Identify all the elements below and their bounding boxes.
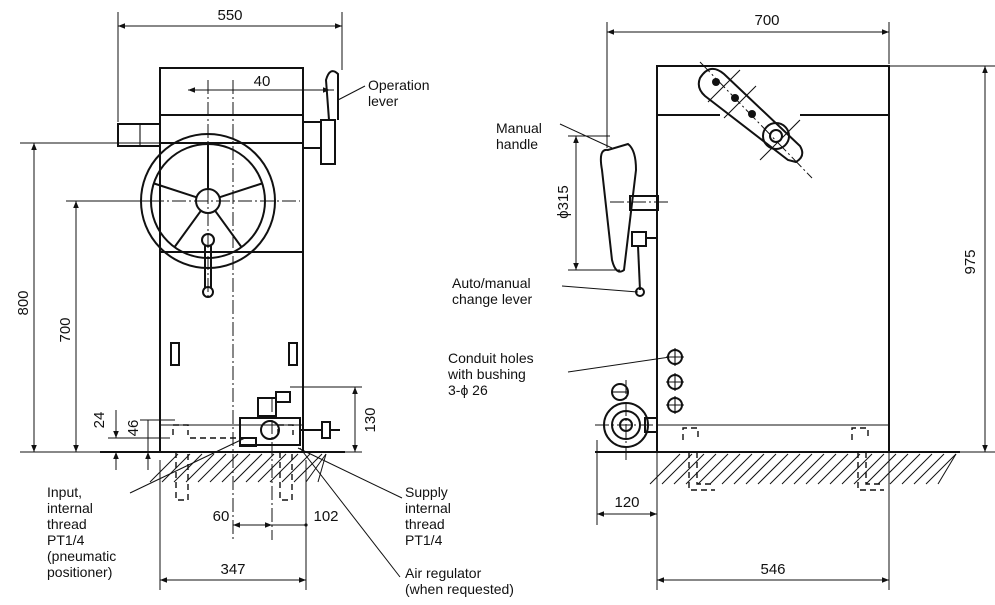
left-shaft-stub	[117, 123, 161, 147]
dim-700-side-label: 700	[754, 12, 779, 29]
ground-hatch-line	[317, 453, 327, 483]
dim-546-label: 546	[760, 561, 785, 578]
dim-120-label: 120	[614, 494, 639, 511]
leader-air-regulator	[299, 447, 401, 578]
leader-supply	[297, 447, 403, 499]
anchor-bolt-side-right	[851, 427, 884, 491]
ground-hatch-line	[757, 453, 789, 485]
ground-hatch-line	[709, 453, 741, 485]
leader-conduit	[567, 356, 671, 373]
side-view: 700 ϕ315 975 120 546 Manual handle Auto/…	[447, 12, 995, 590]
side-ground-hatch	[649, 453, 957, 485]
front-window-right	[288, 342, 298, 366]
front-body	[159, 67, 304, 453]
ground-hatch-line	[937, 453, 957, 485]
leader-input	[129, 437, 246, 494]
ground-hatch-line	[805, 453, 837, 485]
wheel-spoke	[173, 210, 202, 248]
ground-hatch-line	[673, 453, 705, 485]
ground-hatch-line	[221, 453, 251, 483]
dim-46-label: 46	[125, 420, 142, 437]
ground-hatch-line	[209, 453, 239, 483]
ground-hatch-line	[841, 453, 873, 485]
dim-975-label: 975	[962, 249, 979, 274]
operation-lever-hub	[302, 121, 322, 149]
ground-hatch-line	[185, 453, 215, 483]
ground-hatch-line	[149, 453, 179, 483]
leader-operation-lever	[337, 85, 366, 101]
operation-lever-boss	[320, 119, 336, 165]
anchor-bolt-left	[172, 424, 189, 501]
ground-hatch-line	[769, 453, 801, 485]
ground-hatch-line	[697, 453, 729, 485]
wheel-spoke	[219, 182, 263, 199]
dim-347-label: 347	[220, 561, 245, 578]
label-operation-lever: Operation lever	[368, 77, 433, 109]
leader-auto-manual	[561, 285, 639, 293]
ground-hatch-line	[649, 453, 681, 485]
operation-lever-arm	[324, 70, 339, 121]
ground-hatch-line	[197, 453, 227, 483]
ground-hatch-line	[877, 453, 909, 485]
dim-130-label: 130	[362, 407, 379, 432]
ground-hatch-line	[889, 453, 921, 485]
label-manual-handle: Manual handle	[496, 120, 546, 152]
label-auto-manual-lever: Auto/manual change lever	[452, 275, 535, 307]
ground-hatch-line	[293, 453, 323, 483]
leader-manual-handle	[559, 123, 613, 149]
ground-hatch-line	[245, 453, 275, 483]
side-body	[656, 65, 890, 453]
conduit-holes	[666, 348, 684, 414]
ground-hatch-line	[281, 453, 311, 483]
dim-24-label: 24	[91, 412, 108, 429]
ground-hatch-line	[829, 453, 861, 485]
ground-hatch-line	[913, 453, 945, 485]
label-conduit-holes: Conduit holes with bushing 3-ϕ 26	[447, 350, 538, 398]
ground-hatch-line	[685, 453, 717, 485]
dim-60-label: 60	[213, 508, 230, 525]
dim-550-label: 550	[217, 7, 242, 24]
ground-hatch-line	[233, 453, 263, 483]
dim-102-label: 102	[313, 508, 338, 525]
ground-hatch-line	[721, 453, 753, 485]
front-window-left	[170, 342, 180, 366]
air-regulator	[239, 391, 340, 447]
front-view: 550 40 800 700 24 46 130 60 102	[15, 7, 514, 597]
wheel-spoke	[153, 182, 197, 199]
ground-hatch-line	[733, 453, 765, 485]
anchor-bolt-side-left	[682, 427, 715, 491]
air-regulator-side	[595, 380, 658, 460]
ground-hatch-line	[793, 453, 825, 485]
anchor-bolt-right	[277, 424, 294, 501]
manual-handle-side	[599, 142, 670, 297]
label-input-thread: Input, internal thread PT1/4 (pneumatic …	[47, 484, 120, 580]
dim-700-label: 700	[57, 317, 74, 342]
ground-hatch-line	[269, 453, 299, 483]
ground-hatch-line	[817, 453, 849, 485]
ground-hatch-line	[781, 453, 813, 485]
dim-800-label: 800	[15, 290, 32, 315]
ground-hatch-line	[661, 453, 693, 485]
label-supply-thread: Supply internal thread PT1/4	[405, 484, 455, 548]
ground-hatch-line	[853, 453, 885, 485]
operation-lever-side	[697, 61, 813, 179]
label-air-regulator: Air regulator (when requested)	[405, 565, 514, 597]
ground-hatch-line	[745, 453, 777, 485]
wheel-spoke	[214, 210, 243, 248]
front-ground-hatch	[149, 453, 327, 483]
ground-hatch-line	[925, 453, 957, 485]
ground-hatch-line	[901, 453, 933, 485]
dim-315-label: ϕ315	[555, 185, 572, 218]
ground-hatch-line	[865, 453, 897, 485]
dim-40-label: 40	[254, 73, 271, 90]
